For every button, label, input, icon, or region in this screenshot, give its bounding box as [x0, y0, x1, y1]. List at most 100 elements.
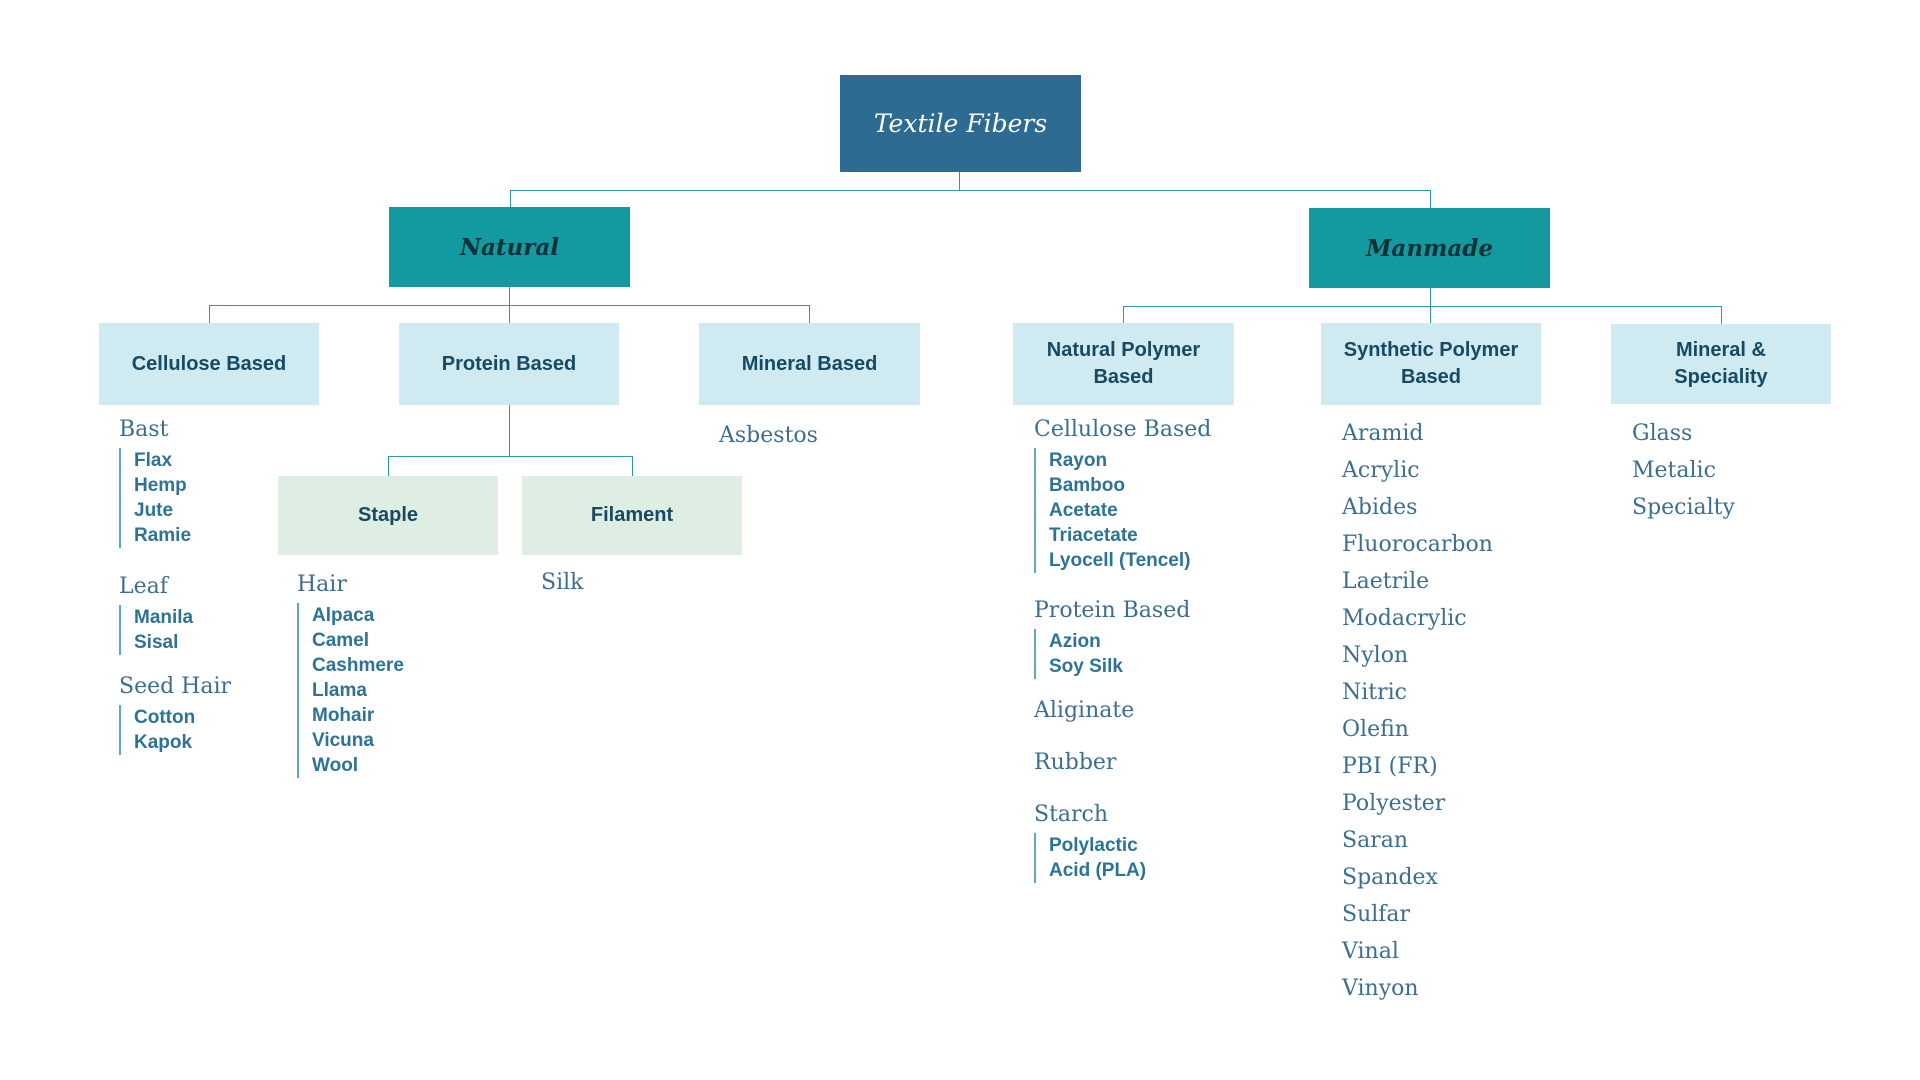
group-title: Bast: [119, 417, 169, 442]
list-item: Laetrile: [1342, 569, 1430, 594]
item-aliginate: Aliginate: [1034, 697, 1134, 725]
list-item: Cotton: [134, 707, 196, 728]
node-mineral-speciality: Mineral & Speciality: [1611, 324, 1831, 404]
connector-manmade-rail: [1123, 306, 1721, 307]
group-title: Cellulose Based: [1034, 417, 1212, 442]
list-item: Wool: [312, 755, 359, 776]
connector-manmade-drop: [1430, 190, 1431, 208]
connector-root-stem: [959, 172, 960, 190]
list-item: Nitric: [1342, 680, 1408, 705]
list-item: Jute: [134, 500, 174, 521]
node-cellulose-based: Cellulose Based: [99, 323, 319, 405]
node-label: Textile Fibers: [873, 109, 1048, 138]
list-item: Vinal: [1342, 939, 1399, 964]
connector-natural-drop: [510, 190, 511, 207]
connector-natural-stem: [509, 287, 510, 305]
node-natural: Natural: [389, 207, 630, 287]
node-mineral-based: Mineral Based: [699, 323, 920, 405]
list-item: Hemp: [134, 475, 187, 496]
list-item: Polyester: [1342, 791, 1446, 816]
item-silk: Silk: [541, 569, 583, 597]
list-item: Manila: [134, 607, 194, 628]
group-title: Rubber: [1034, 750, 1117, 775]
node-label: Natural Polymer Based: [1046, 339, 1201, 388]
node-manmade: Manmade: [1309, 208, 1550, 288]
group-title: Hair: [297, 572, 347, 597]
list-item: Modacrylic: [1342, 606, 1467, 631]
list-item: Triacetate: [1049, 525, 1138, 546]
list-item: Vicuna: [312, 730, 374, 751]
list-item: Specialty: [1632, 495, 1735, 520]
group-title: Asbestos: [719, 423, 818, 448]
list-item: Spandex: [1342, 865, 1438, 890]
connector-mineral-drop: [809, 305, 810, 323]
list-item: Abides: [1342, 495, 1418, 520]
group-items: Polylactic Acid (PLA): [1034, 833, 1146, 883]
list-item: Bamboo: [1049, 475, 1125, 496]
list-item: Olefin: [1342, 717, 1409, 742]
node-textile-fibers: Textile Fibers: [840, 75, 1081, 172]
connector-synthetic-polymer-drop: [1430, 306, 1431, 323]
connector-staple-drop: [388, 456, 389, 476]
list-item: Polylactic Acid (PLA): [1049, 835, 1147, 881]
list-item: Vinyon: [1342, 976, 1419, 1001]
group-title: Starch: [1034, 802, 1109, 827]
connector-natural-polymer-drop: [1123, 306, 1124, 323]
item-asbestos: Asbestos: [719, 422, 818, 450]
list-item: Llama: [312, 680, 367, 701]
item-rubber: Rubber: [1034, 749, 1116, 777]
list-item: Flax: [134, 450, 173, 471]
connector-manmade-stem: [1430, 288, 1431, 306]
connector-branch-rail: [510, 190, 1430, 191]
list-item: Sisal: [134, 632, 179, 653]
list-item: Alpaca: [312, 605, 375, 626]
list-item: Rayon: [1049, 450, 1108, 471]
list-item: Cashmere: [312, 655, 404, 676]
list-item: Lyocell (Tencel): [1049, 550, 1191, 571]
connector-protein-stem: [509, 405, 510, 456]
node-synthetic-polymer-based: Synthetic Polymer Based: [1321, 323, 1541, 405]
node-protein-based: Protein Based: [399, 323, 619, 405]
list-item: Fluorocarbon: [1342, 532, 1493, 557]
list-item: Nylon: [1342, 643, 1409, 668]
connector-cellulose-drop: [209, 305, 210, 323]
node-label: Mineral Based: [741, 352, 878, 375]
connector-filament-drop: [632, 456, 633, 476]
node-label: Natural: [459, 233, 560, 261]
node-label: Protein Based: [441, 352, 577, 375]
list-item: Acetate: [1049, 500, 1118, 521]
node-filament: Filament: [522, 476, 742, 555]
list-item: Metalic: [1632, 458, 1716, 483]
list-item: PBI (FR): [1342, 754, 1438, 779]
list-item: Mohair: [312, 705, 375, 726]
connector-mineral-speciality-drop: [1721, 306, 1722, 324]
group-title: Leaf: [119, 574, 168, 599]
list-item: Soy Silk: [1049, 656, 1123, 677]
connector-protein-rail: [388, 456, 632, 457]
node-staple: Staple: [278, 476, 498, 555]
list-item: Camel: [312, 630, 370, 651]
group-starch: Starch Polylactic Acid (PLA): [1034, 801, 1146, 883]
group-title: Seed Hair: [119, 674, 232, 699]
node-label: Manmade: [1365, 234, 1494, 262]
node-label: Mineral & Speciality: [1674, 339, 1768, 388]
list-item: Sulfar: [1342, 902, 1411, 927]
list-item: Kapok: [134, 732, 193, 753]
node-label: Synthetic Polymer Based: [1343, 339, 1519, 388]
node-natural-polymer-based: Natural Polymer Based: [1013, 323, 1234, 405]
node-label: Cellulose Based: [131, 352, 287, 375]
connector-protein-drop: [509, 305, 510, 323]
